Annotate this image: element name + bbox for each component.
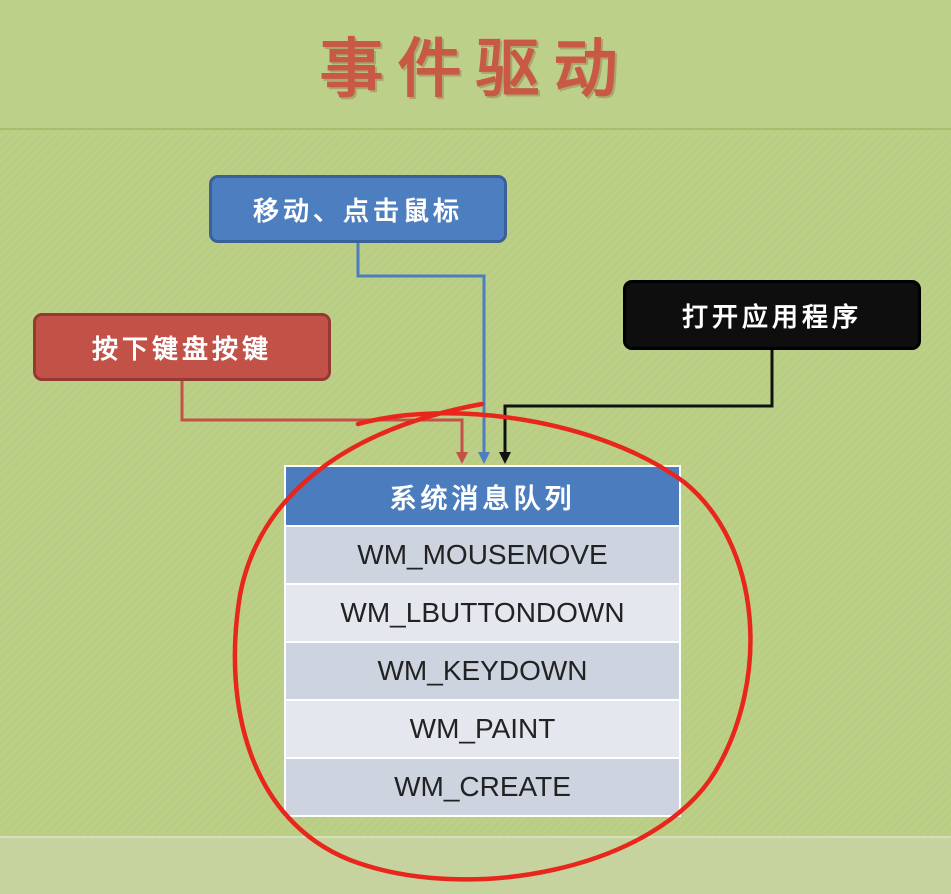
mouse-arrowhead [478,452,490,464]
title-band [0,0,951,130]
app-event-label: 打开应用程序 [681,302,862,333]
keyboard-event-box: 按下键盘按键 [33,313,331,381]
queue-row: WM_MOUSEMOVE [286,525,679,583]
slide-title: 事件驱动 [319,32,632,107]
queue-row: WM_CREATE [286,757,679,815]
app-event-box: 打开应用程序 [623,280,921,350]
queue-row: WM_LBUTTONDOWN [286,583,679,641]
keyboard-arrowhead [456,452,468,464]
keyboard-connector [180,381,464,456]
mouse-event-label: 移动、点击鼠标 [252,196,463,227]
app-connector [503,350,774,456]
mouse-event-box: 移动、点击鼠标 [209,175,507,243]
queue-row: WM_PAINT [286,699,679,757]
keyboard-event-label: 按下键盘按键 [91,334,272,365]
bottom-band [0,836,951,894]
message-queue-table: 系统消息队列 WM_MOUSEMOVE WM_LBUTTONDOWN WM_KE… [284,465,681,817]
mouse-connector [356,243,486,456]
message-queue-header: 系统消息队列 [286,467,679,525]
app-arrowhead [499,452,511,464]
queue-row: WM_KEYDOWN [286,641,679,699]
annotation-circle [232,401,753,882]
